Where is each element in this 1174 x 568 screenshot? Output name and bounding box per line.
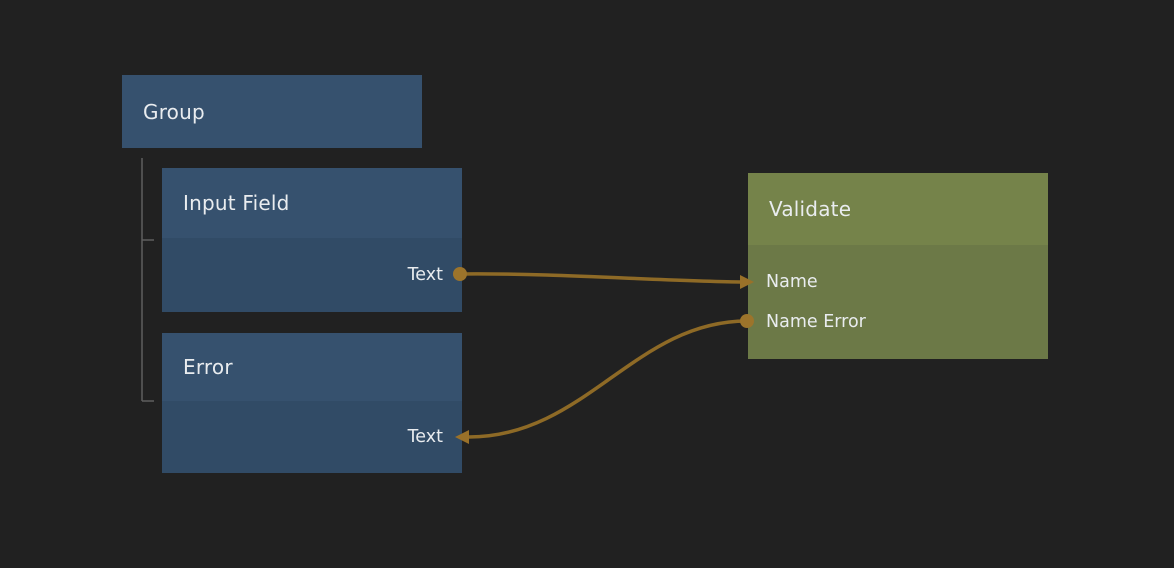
node-error[interactable]: Error Text — [162, 333, 462, 473]
node-title: Error — [183, 355, 233, 379]
node-input-field[interactable]: Input Field Text — [162, 168, 462, 312]
port-validate-name-error-output[interactable]: Name Error — [748, 302, 1048, 342]
node-title: Input Field — [183, 191, 290, 215]
node-group[interactable]: Group — [122, 75, 422, 148]
port-label: Text — [407, 427, 443, 447]
node-validate-body: Name Name Error — [748, 245, 1048, 359]
node-error-body: Text — [162, 401, 462, 473]
node-validate-header[interactable]: Validate — [748, 173, 1048, 245]
node-title: Validate — [769, 197, 852, 221]
port-error-text-input[interactable]: Text — [162, 401, 462, 473]
node-title: Group — [143, 99, 205, 124]
node-error-header[interactable]: Error — [162, 333, 462, 401]
node-input-field-body: Text — [162, 238, 462, 312]
hierarchy-tree-line — [141, 158, 154, 402]
port-label: Name Error — [766, 312, 866, 332]
port-label: Name — [766, 272, 818, 292]
port-input-field-text-output[interactable]: Text — [162, 238, 462, 312]
port-label: Text — [407, 265, 443, 285]
node-validate[interactable]: Validate Name Name Error — [748, 173, 1048, 359]
port-validate-name-input[interactable]: Name — [748, 262, 1048, 302]
wire-validate-nameerror-to-error-text[interactable] — [468, 319, 748, 439]
node-input-field-header[interactable]: Input Field — [162, 168, 462, 238]
wire-inputfield-text-to-validate-name[interactable] — [459, 272, 742, 284]
node-group-header[interactable]: Group — [122, 75, 422, 148]
